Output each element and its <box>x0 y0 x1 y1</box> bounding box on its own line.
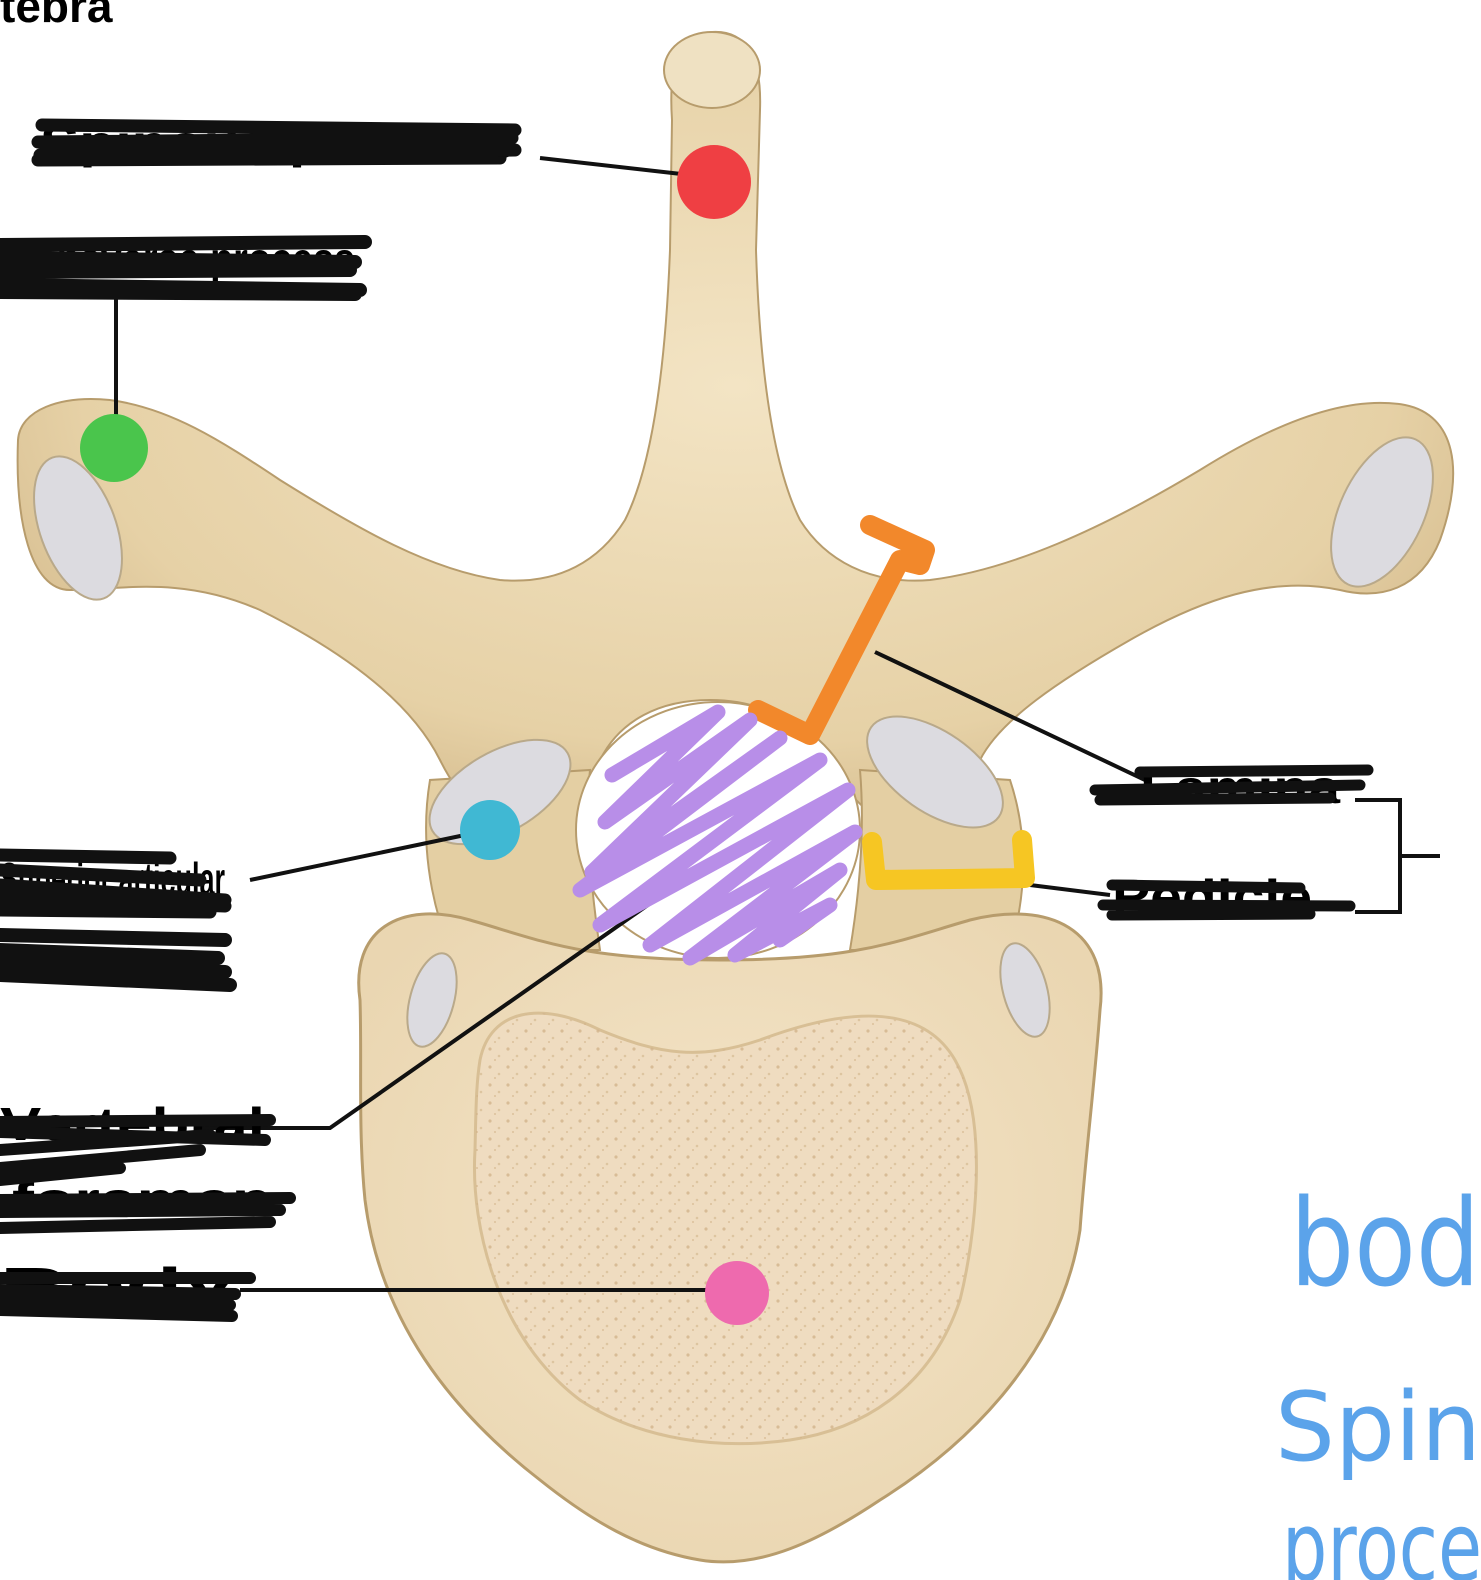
superior-articular-dot <box>460 800 520 860</box>
handwritten-notes: bod Spin proce <box>1275 1175 1481 1580</box>
foramen-scribble <box>572 704 863 966</box>
left-body-facet <box>406 952 458 1048</box>
transverse-process-dot <box>80 414 148 482</box>
colored-markers <box>80 145 1035 1325</box>
spinous-process-dot <box>677 145 751 219</box>
handwritten-line-1: bod <box>1290 1175 1480 1314</box>
left-transverse-facet <box>33 455 123 601</box>
pedicle-bracket <box>862 830 1035 890</box>
right-transverse-facet <box>1330 436 1434 588</box>
right-body-facet <box>999 942 1051 1038</box>
spinous-tip <box>663 31 761 109</box>
label-scribbles <box>0 118 1374 1322</box>
title-fragment: tebra <box>0 0 113 32</box>
lamina-bracket <box>748 515 935 745</box>
body-dot <box>705 1261 769 1325</box>
right-superior-facet <box>866 715 1004 829</box>
handwritten-line-2: Spin <box>1275 1373 1481 1483</box>
handwritten-line-3: proce <box>1282 1493 1481 1580</box>
vertebra-illustration <box>16 30 1455 1564</box>
leader-lines <box>114 156 1440 1292</box>
